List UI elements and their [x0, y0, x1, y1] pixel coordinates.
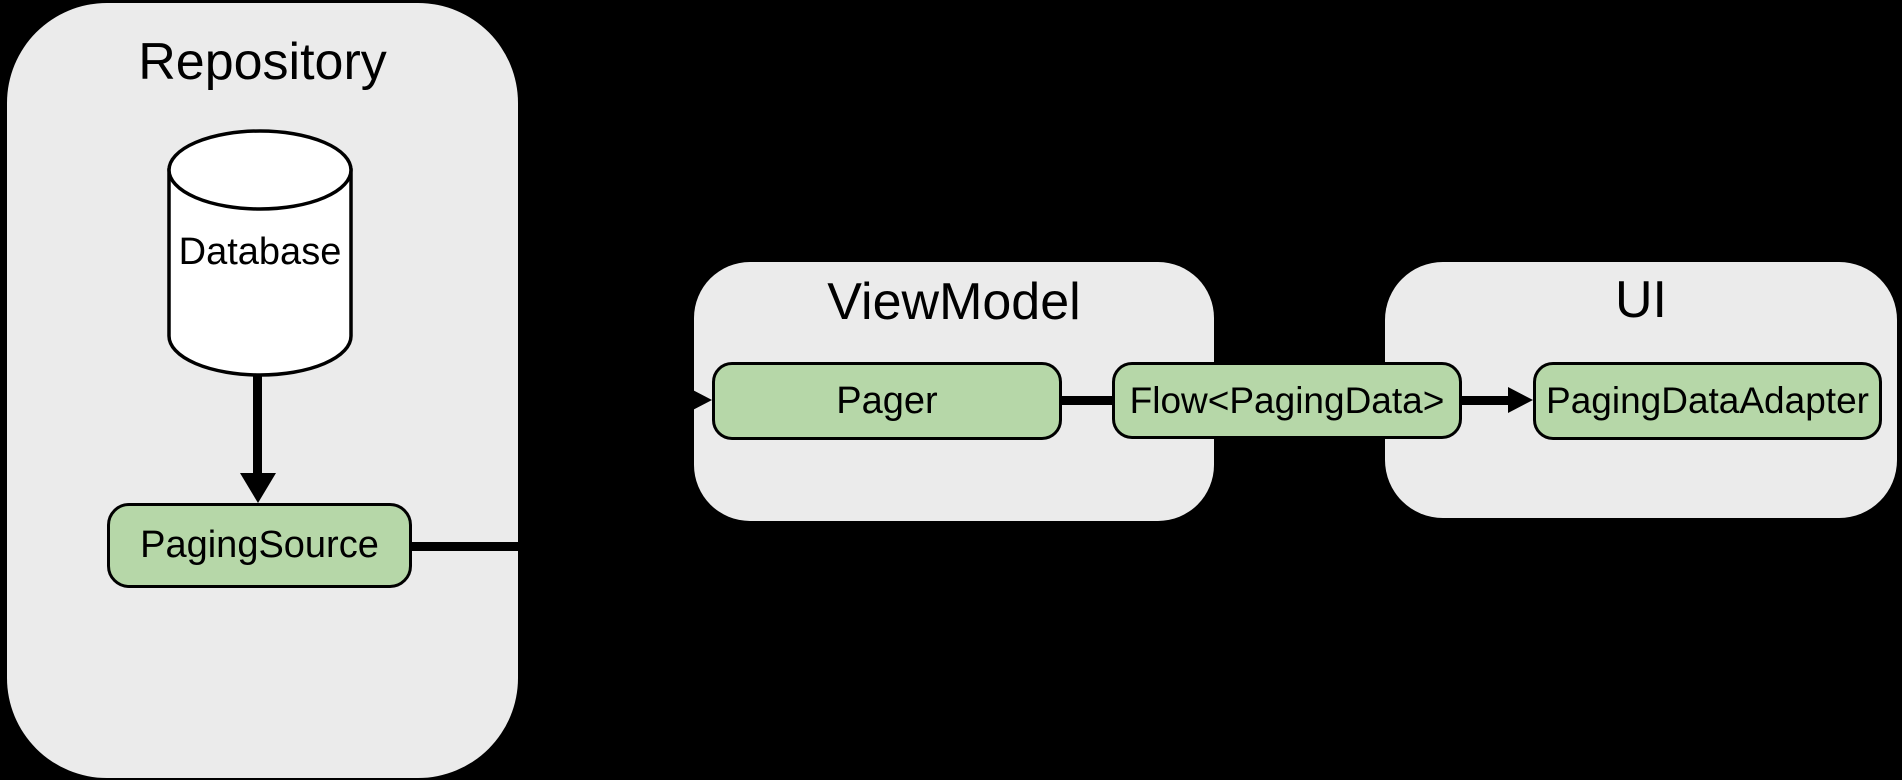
flow-to-adapter-connector — [1460, 396, 1510, 405]
pagingsource-out-connector — [410, 542, 518, 551]
repository-title: Repository — [138, 33, 387, 91]
pagingsource-to-pager-arrowhead-icon — [687, 387, 712, 413]
repository-panel: Repository Database PagingSource — [7, 3, 518, 778]
flow-to-adapter-arrowhead-icon — [1508, 387, 1533, 413]
pagingsource-label: PagingSource — [140, 524, 379, 566]
pagingdataadapter-node: PagingDataAdapter — [1533, 362, 1882, 440]
ui-panel: UI PagingDataAdapter — [1385, 262, 1897, 518]
pager-label: Pager — [836, 379, 938, 422]
pager-node: Pager — [712, 362, 1062, 440]
pager-to-flow-connector — [1060, 396, 1114, 405]
ui-title: UI — [1615, 271, 1667, 329]
db-to-pagingsource-arrowhead-icon — [240, 473, 276, 503]
database-label: Database — [178, 231, 342, 273]
viewmodel-panel: ViewModel Pager — [687, 262, 1214, 521]
database-cylinder-icon — [167, 129, 353, 377]
viewmodel-title: ViewModel — [827, 273, 1081, 331]
db-to-pagingsource-connector — [253, 374, 262, 474]
pagingsource-node: PagingSource — [107, 503, 412, 588]
flow-pagingdata-node: Flow<PagingData> — [1112, 362, 1462, 439]
flow-pagingdata-label: Flow<PagingData> — [1129, 379, 1445, 421]
pagingdataadapter-label: PagingDataAdapter — [1546, 380, 1869, 421]
